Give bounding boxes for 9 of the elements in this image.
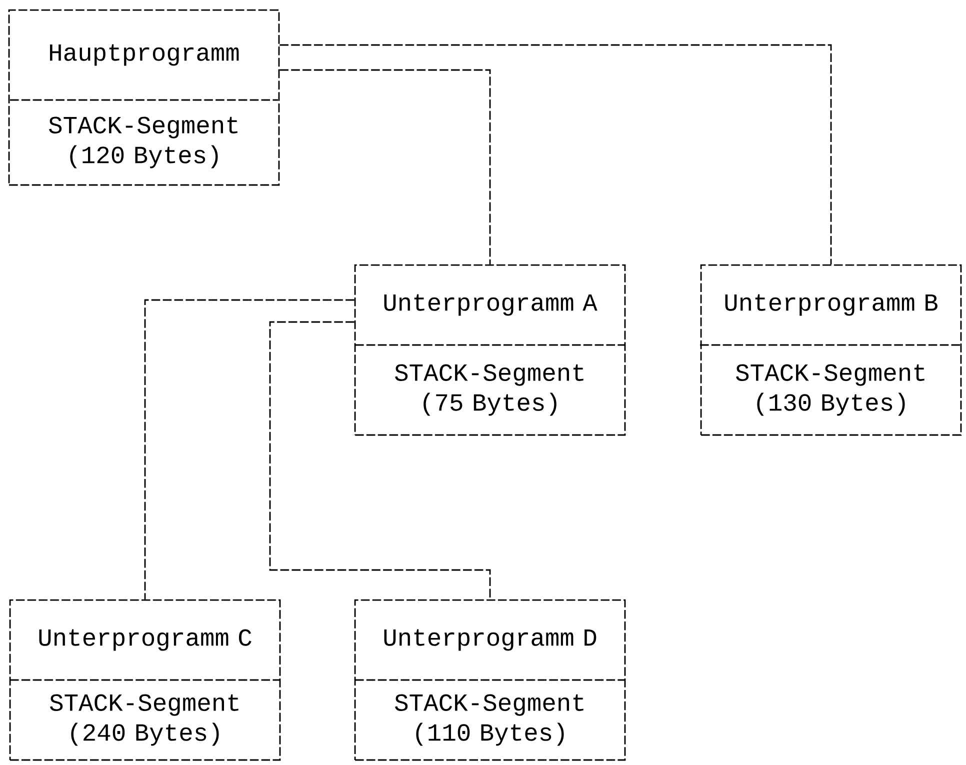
connector-line [280,69,491,264]
connector-line [269,321,491,600]
program-box: Unterprogramm B STACK-Segment (130 Bytes) [700,264,962,436]
connector-line [280,44,832,264]
connector-line [144,299,354,600]
program-box: Unterprogramm A STACK-Segment (75 Bytes) [354,264,626,436]
program-box: Unterprogramm C STACK-Segment (240 Bytes) [9,599,281,761]
program-box: Hauptprogramm STACK-Segment (120 Bytes) [8,9,280,186]
program-box: Unterprogramm D STACK-Segment (110 Bytes) [354,599,626,761]
